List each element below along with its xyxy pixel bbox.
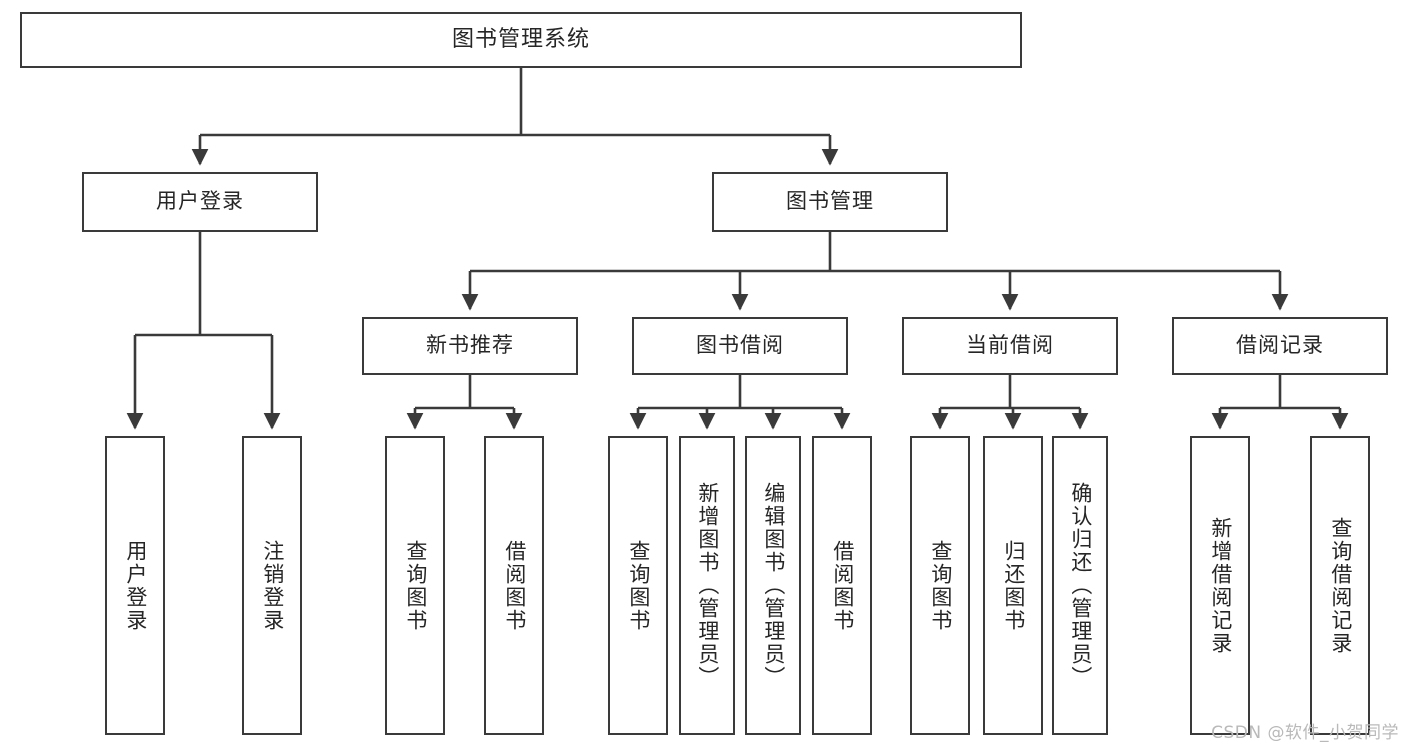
node-book-borrow-label: 图书借阅 [696, 333, 784, 358]
leaf-return-book-label: 归还图书 [1001, 539, 1026, 632]
leaf-query-book-3-label: 查询图书 [928, 539, 953, 632]
leaf-query-borrow-record-label: 查询借阅记录 [1328, 516, 1353, 655]
leaf-query-book-1-label: 查询图书 [403, 539, 428, 632]
leaf-query-book-3[interactable]: 查询图书 [910, 436, 970, 735]
leaf-borrow-book-2-label: 借阅图书 [830, 539, 855, 632]
node-user-login[interactable]: 用户登录 [82, 172, 318, 232]
node-user-login-label: 用户登录 [156, 189, 244, 214]
leaf-logout-login-label: 注销登录 [260, 539, 285, 632]
node-borrow-record-label: 借阅记录 [1236, 333, 1324, 358]
node-current-borrow-label: 当前借阅 [966, 333, 1054, 358]
leaf-add-book-admin-label: 新增图书（管理员） [695, 482, 720, 689]
leaf-query-book-1[interactable]: 查询图书 [385, 436, 445, 735]
leaf-borrow-book-2[interactable]: 借阅图书 [812, 436, 872, 735]
leaf-query-borrow-record[interactable]: 查询借阅记录 [1310, 436, 1370, 735]
node-book-manage[interactable]: 图书管理 [712, 172, 948, 232]
leaf-query-book-2[interactable]: 查询图书 [608, 436, 668, 735]
leaf-add-borrow-record[interactable]: 新增借阅记录 [1190, 436, 1250, 735]
leaf-edit-book-admin-label: 编辑图书（管理员） [761, 482, 786, 689]
leaf-query-book-2-label: 查询图书 [626, 539, 651, 632]
node-book-manage-label: 图书管理 [786, 189, 874, 214]
leaf-confirm-return-admin[interactable]: 确认归还（管理员） [1052, 436, 1108, 735]
leaf-user-login-label: 用户登录 [123, 539, 148, 632]
node-current-borrow[interactable]: 当前借阅 [902, 317, 1118, 375]
node-book-borrow[interactable]: 图书借阅 [632, 317, 848, 375]
csdn-watermark: CSDN @软件_小贺同学 [1211, 723, 1399, 743]
node-new-book-recommend-label: 新书推荐 [426, 333, 514, 358]
leaf-user-login[interactable]: 用户登录 [105, 436, 165, 735]
leaf-borrow-book-1[interactable]: 借阅图书 [484, 436, 544, 735]
leaf-borrow-book-1-label: 借阅图书 [502, 539, 527, 632]
leaf-confirm-return-admin-label: 确认归还（管理员） [1068, 482, 1093, 689]
leaf-add-borrow-record-label: 新增借阅记录 [1208, 516, 1233, 655]
leaf-edit-book-admin[interactable]: 编辑图书（管理员） [745, 436, 801, 735]
node-root-label: 图书管理系统 [451, 26, 590, 52]
node-borrow-record[interactable]: 借阅记录 [1172, 317, 1388, 375]
node-root[interactable]: 图书管理系统 [20, 12, 1022, 68]
leaf-logout-login[interactable]: 注销登录 [242, 436, 302, 735]
leaf-add-book-admin[interactable]: 新增图书（管理员） [679, 436, 735, 735]
node-new-book-recommend[interactable]: 新书推荐 [362, 317, 578, 375]
leaf-return-book[interactable]: 归还图书 [983, 436, 1043, 735]
